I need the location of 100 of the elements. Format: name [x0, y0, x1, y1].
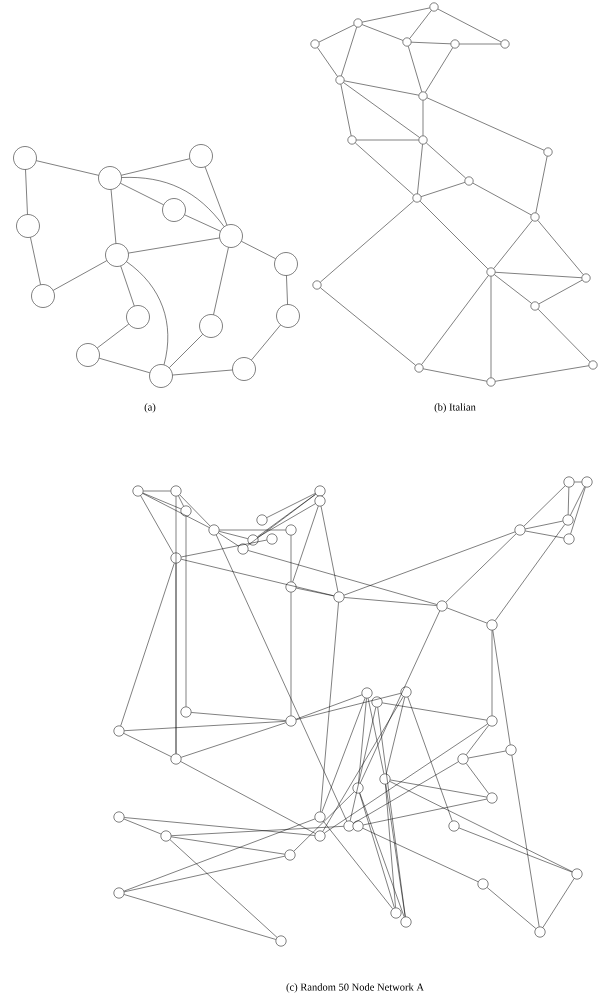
link-line: [495, 272, 582, 278]
link-line: [241, 241, 276, 259]
link-line: [323, 821, 393, 909]
link-line: [30, 237, 41, 285]
link-line: [466, 725, 489, 755]
network-node: [486, 792, 498, 804]
link-line: [494, 274, 532, 304]
network-node: [563, 533, 575, 545]
network-node: [581, 476, 593, 488]
link-line: [120, 265, 135, 307]
network-node: [352, 820, 364, 832]
network-node: [285, 581, 297, 593]
link-line: [344, 597, 437, 606]
network-node: [276, 304, 300, 328]
link-line: [171, 826, 344, 836]
link-line: [180, 761, 316, 834]
link-line: [124, 894, 277, 940]
link-line: [360, 610, 440, 784]
network-node: [505, 744, 517, 756]
link-line: [121, 177, 225, 227]
link-line: [324, 723, 488, 834]
network-node: [149, 364, 173, 388]
link-line: [213, 247, 229, 315]
network-node: [199, 314, 223, 338]
network-node: [132, 485, 144, 497]
network-node: [534, 926, 546, 938]
link-line: [36, 160, 99, 176]
link-line: [320, 506, 339, 592]
network-node: [448, 820, 460, 832]
network-node: [347, 135, 357, 145]
link-line: [322, 696, 404, 832]
network-node: [180, 505, 192, 517]
link-line: [495, 365, 589, 382]
link-line: [343, 82, 420, 138]
link-line: [178, 495, 184, 507]
network-node: [275, 935, 287, 947]
link-line: [362, 828, 479, 882]
subfigure-caption: (b) Italian: [434, 403, 476, 413]
network-node: [16, 214, 40, 238]
network-node: [486, 619, 498, 631]
link-line: [320, 200, 414, 283]
link-line: [121, 158, 190, 176]
network-node: [414, 363, 424, 373]
link-line: [411, 41, 451, 45]
network-node: [274, 252, 298, 276]
link-line: [53, 260, 107, 291]
network-node: [113, 887, 125, 899]
link-line: [181, 559, 334, 596]
link-line: [175, 563, 177, 754]
link-line: [126, 261, 169, 365]
network-node: [500, 39, 510, 49]
link-line: [419, 200, 489, 270]
link-line: [140, 495, 174, 554]
link-line: [124, 855, 285, 893]
link-line: [286, 275, 288, 305]
network-node: [486, 377, 496, 387]
network-node: [353, 18, 363, 28]
network-node: [543, 147, 553, 157]
network-node: [486, 715, 498, 727]
link-line: [349, 707, 377, 821]
link-line: [124, 817, 315, 836]
network-node: [189, 144, 213, 168]
link-line: [353, 761, 459, 824]
link-line: [466, 763, 489, 794]
link-line: [181, 539, 267, 558]
network-node: [352, 782, 364, 794]
network-node: [160, 830, 172, 842]
link-line: [257, 503, 316, 538]
link-line: [491, 630, 493, 716]
network-node: [343, 820, 355, 832]
link-line: [426, 142, 466, 179]
network-node: [285, 715, 297, 727]
network-node: [285, 524, 297, 536]
network-node: [436, 600, 448, 612]
network-node: [335, 75, 345, 85]
link-line: [97, 323, 129, 349]
link-line: [535, 156, 548, 213]
link-line: [525, 530, 564, 539]
subfigure-caption: (a): [144, 403, 156, 413]
link-line: [363, 798, 487, 826]
link-line: [321, 697, 366, 813]
link-line: [511, 755, 540, 927]
link-line: [408, 46, 422, 92]
network-node: [581, 273, 591, 283]
network-node: [412, 193, 422, 203]
link-line: [110, 189, 117, 244]
network-node: [13, 146, 37, 170]
link-line: [142, 493, 210, 528]
link-line: [537, 220, 584, 275]
link-line: [494, 524, 566, 621]
link-line: [355, 142, 414, 196]
link-line: [468, 750, 506, 759]
network-node: [371, 696, 383, 708]
link-line: [525, 520, 563, 530]
network-node: [162, 198, 186, 222]
link-line: [407, 696, 453, 822]
link-line: [143, 490, 171, 492]
link-line: [421, 182, 465, 197]
link-line: [422, 100, 424, 136]
link-line: [574, 481, 582, 483]
